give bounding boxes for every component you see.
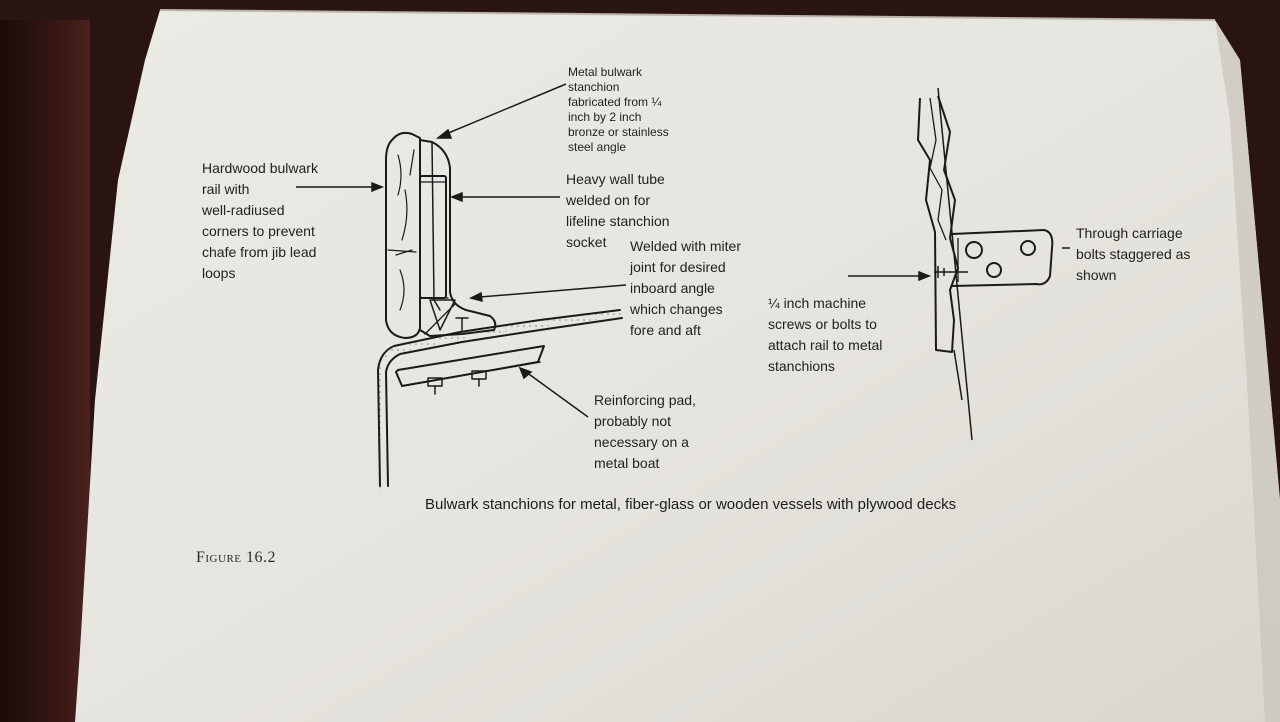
bulwark-section-drawing [377,131,623,489]
right-page-shadow [1215,20,1280,722]
machine-screw [934,266,968,278]
pad-nuts [427,370,487,395]
right-leaders [848,247,1070,282]
rail-wood-grain [387,149,417,311]
deck-hull-inner [385,317,623,487]
machine-screws-label: ¼ inch machine screws or bolts to attach… [768,295,883,374]
bolt-hole-2 [986,262,1002,278]
figure-caption: Bulwark stanchions for metal, fiber-glas… [425,496,957,513]
welded-miter-label: Welded with miter joint for desired inbo… [630,238,742,338]
deck-fill [377,311,623,489]
figure-label: Figure 16.2 [196,549,277,566]
left-leaders [296,83,627,418]
bolt-hole-1 [965,241,983,259]
page-top-edge [159,9,1216,21]
hardwood-rail [385,131,421,339]
miter-weld [422,297,456,335]
dark-background-left [0,0,90,722]
carriage-bolts-label: Through carriage bolts staggered as show… [1076,225,1191,283]
heavy-tube-label: Heavy wall tube welded on for lifeline s… [566,171,670,250]
hardwood-rail-label: Hardwood bulwark rail with well-radiused… [202,160,318,281]
rail-lower-edge [953,349,963,401]
pad-bottom [401,361,541,387]
stanchion-plate [951,229,1054,287]
bolt-hole-3 [1020,240,1036,256]
rail-plan-drawing [917,87,1054,441]
reinforcing-pad [395,345,545,387]
metal-stanchion-label: Metal bulwark stanchion fabricated from … [568,65,669,154]
miter-gusset [429,299,456,331]
gusset-bolt [455,317,469,331]
rail-strip-inner [929,97,947,241]
paper-sheet [75,10,1280,722]
reinforcing-pad-label: Reinforcing pad, probably not necessary … [594,392,696,471]
rail-strip-outer [917,95,959,353]
rail-centerline [937,87,973,441]
